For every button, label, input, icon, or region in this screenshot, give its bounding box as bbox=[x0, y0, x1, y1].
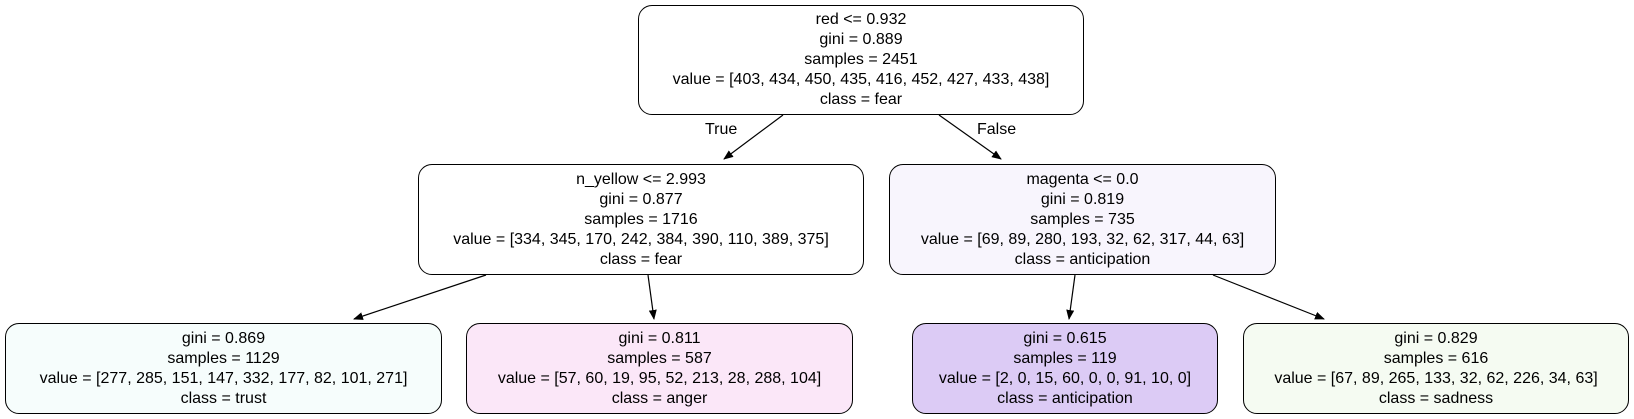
node-text-line: gini = 0.811 bbox=[618, 329, 701, 347]
edge-root-to-right bbox=[938, 114, 1002, 160]
node-text-line: n_yellow <= 2.993 bbox=[576, 170, 706, 188]
root-node: red <= 0.932 gini = 0.889 samples = 2451 va… bbox=[638, 5, 1084, 115]
leaf-node-sadness: gini = 0.829 samples = 616 value = [67, 89… bbox=[1243, 323, 1629, 414]
node-text-line: samples = 735 bbox=[1030, 210, 1135, 228]
node-text-line: samples = 1129 bbox=[167, 349, 280, 367]
node-text-line: class = anticipation bbox=[1014, 250, 1151, 268]
leaf-node-anger: gini = 0.811 samples = 587 value = [57, 60… bbox=[466, 323, 853, 414]
leaf-node-trust: gini = 0.869 samples = 1129 value = [277, … bbox=[5, 323, 442, 414]
node-text-line: samples = 1716 bbox=[584, 210, 698, 228]
node-text-line: class = fear bbox=[599, 250, 683, 268]
node-text-line: gini = 0.819 bbox=[1040, 190, 1125, 208]
node-text-line: value = [403, 434, 450, 435, 416, 452, 4… bbox=[672, 71, 1050, 88]
leaf-node-anticipation: gini = 0.615 samples = 119 value = [2, 0, … bbox=[912, 323, 1218, 414]
node-text-line: value = [69, 89, 280, 193, 32, 62, 317, … bbox=[920, 230, 1245, 248]
node-text-line: class = anger bbox=[611, 389, 708, 407]
edge-root-to-left bbox=[723, 114, 784, 160]
edge-label-true: True bbox=[705, 121, 738, 138]
node-text-line: samples = 587 bbox=[607, 349, 712, 367]
node-text-line: samples = 119 bbox=[1013, 349, 1117, 367]
node-text-line: gini = 0.877 bbox=[599, 190, 683, 208]
node-text-line: value = [67, 89, 265, 133, 32, 62, 226, … bbox=[1274, 369, 1598, 387]
edge-left-to-trust-leaf bbox=[353, 274, 487, 320]
node-text-line: magenta <= 0.0 bbox=[1026, 170, 1139, 188]
node-text-line: gini = 0.829 bbox=[1394, 329, 1478, 347]
node-text-line: samples = 616 bbox=[1383, 349, 1489, 367]
edge-left-to-anger-leaf bbox=[647, 274, 657, 320]
node-text-line: gini = 0.869 bbox=[181, 329, 266, 347]
node-text-line: gini = 0.615 bbox=[1023, 329, 1107, 347]
edge-right-to-anticipation-leaf bbox=[1066, 274, 1076, 320]
node-text-line: red <= 0.932 bbox=[815, 11, 907, 28]
node-text-line: value = [277, 285, 151, 147, 332, 177, 8… bbox=[39, 369, 408, 387]
node-text-line: class = anticipation bbox=[997, 389, 1133, 407]
node-text-line: class = sadness bbox=[1378, 389, 1494, 407]
node-text-line: class = trust bbox=[180, 389, 267, 407]
edge-right-to-sadness-leaf bbox=[1212, 274, 1325, 320]
node-text-line: value = [334, 345, 170, 242, 384, 390, 1… bbox=[453, 230, 829, 248]
node-text-line: gini = 0.889 bbox=[819, 31, 903, 48]
node-text-line: value = [57, 60, 19, 95, 52, 213, 28, 28… bbox=[497, 369, 822, 387]
node-text-line: value = [2, 0, 15, 60, 0, 0, 91, 10, 0] bbox=[938, 369, 1192, 387]
split-node-right: magenta <= 0.0 gini = 0.819 samples = 735 v… bbox=[889, 164, 1276, 275]
node-text-line: class = fear bbox=[819, 91, 903, 108]
node-text-line: samples = 2451 bbox=[804, 51, 918, 68]
split-node-left: n_yellow <= 2.993 gini = 0.877 samples = 1… bbox=[418, 164, 864, 275]
edge-label-false: False bbox=[977, 121, 1017, 138]
